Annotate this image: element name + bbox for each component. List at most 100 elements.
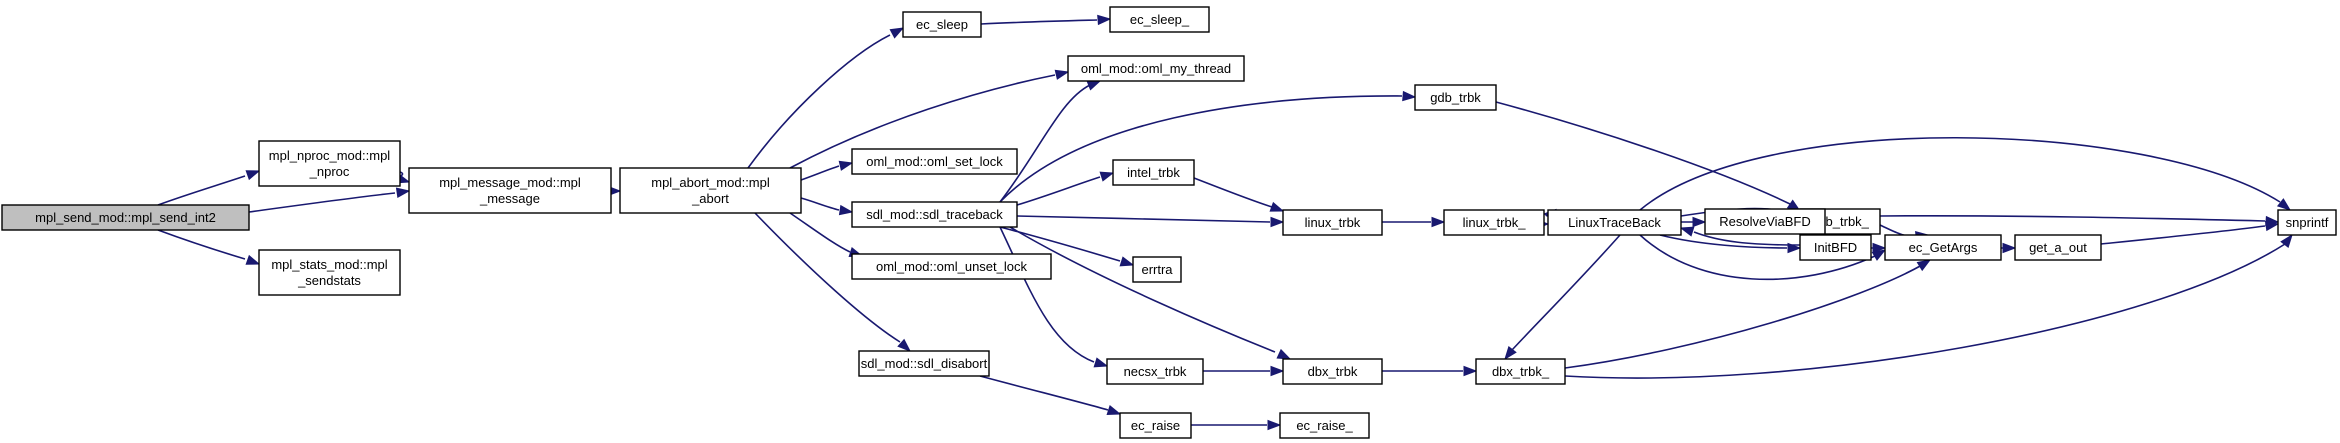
function-node[interactable]: oml_mod::oml_my_thread bbox=[1067, 55, 1245, 82]
arrowhead-icon bbox=[1871, 249, 1887, 261]
edge-line bbox=[1016, 176, 1101, 206]
function-node[interactable]: gdb_trbk_ bbox=[1799, 208, 1881, 235]
function-node[interactable]: ec_GetArgs bbox=[1884, 234, 2002, 261]
function-node[interactable]: snprintf bbox=[2277, 209, 2337, 236]
call-edge-n0-n3 bbox=[157, 229, 261, 265]
function-node[interactable]: mpl_abort_mod::mpl_abort bbox=[619, 167, 802, 214]
node-label: dbx_trbk bbox=[1308, 364, 1358, 379]
function-node[interactable]: mpl_stats_mod::mpl_sendstats bbox=[258, 249, 401, 296]
arrowhead-icon bbox=[1106, 405, 1122, 416]
arrowhead-icon bbox=[897, 338, 912, 352]
edge-line bbox=[999, 95, 1403, 203]
node-box bbox=[2014, 234, 2102, 261]
call-edge-n9-n12 bbox=[999, 90, 1417, 203]
edge-line bbox=[1659, 234, 1788, 249]
node-box bbox=[1067, 55, 1245, 82]
arrowhead-icon bbox=[889, 27, 905, 39]
function-node[interactable]: dbx_trbk bbox=[1282, 358, 1383, 385]
function-node[interactable]: sdl_mod::sdl_disabort bbox=[858, 350, 990, 377]
function-node[interactable]: get_a_out bbox=[2014, 234, 2102, 261]
node-label: snprintf bbox=[2286, 215, 2329, 230]
function-node[interactable]: LinuxTraceBack bbox=[1547, 209, 1682, 236]
node-label: sdl_mod::sdl_disabort bbox=[861, 356, 988, 371]
arrowhead-icon bbox=[1872, 242, 1887, 254]
arrowhead-icon bbox=[1093, 357, 1109, 368]
function-node[interactable]: ec_sleep_ bbox=[1109, 6, 1210, 33]
node-label: oml_mod::oml_my_thread bbox=[1081, 61, 1231, 76]
arrowhead-icon bbox=[1119, 256, 1135, 267]
arrowhead-icon bbox=[1692, 216, 1707, 228]
call-edge-n4-n7 bbox=[789, 69, 1070, 169]
function-node[interactable]: necsx_trbk bbox=[1106, 358, 1204, 385]
node-label: _abort bbox=[691, 191, 729, 206]
edge-line bbox=[789, 212, 851, 253]
edge-line bbox=[1639, 234, 1876, 281]
call-edge-n25-n27 bbox=[2001, 242, 2017, 254]
node-label: oml_mod::oml_set_lock bbox=[866, 154, 1003, 169]
edge-line bbox=[789, 74, 1056, 169]
call-edge-n26-n28 bbox=[1564, 233, 2293, 379]
function-node[interactable]: mpl_nproc_mod::mpl_nproc bbox=[258, 140, 401, 187]
edge-line bbox=[1879, 215, 2266, 222]
function-node[interactable]: linux_trbk_ bbox=[1443, 209, 1545, 236]
node-label: _sendstats bbox=[297, 273, 361, 288]
function-node[interactable]: gdb_trbk bbox=[1414, 84, 1497, 111]
arrowhead-icon bbox=[395, 187, 411, 198]
function-node[interactable]: linux_trbk bbox=[1282, 209, 1383, 236]
function-node[interactable]: oml_mod::oml_set_lock bbox=[851, 148, 1018, 175]
function-node[interactable]: oml_mod::oml_unset_lock bbox=[851, 253, 1052, 280]
function-node[interactable]: InitBFD bbox=[1799, 234, 1872, 261]
node-label: mpl_nproc_mod::mpl bbox=[269, 148, 390, 163]
function-node[interactable]: errtra bbox=[1132, 256, 1182, 283]
call-edge-n21-n23 bbox=[1681, 216, 1707, 228]
edge-line bbox=[157, 229, 246, 260]
edge-line bbox=[980, 19, 1098, 25]
node-label: ResolveViaBFD bbox=[1719, 214, 1811, 229]
node-label: sdl_mod::sdl_traceback bbox=[866, 207, 1003, 222]
arrowhead-icon bbox=[2276, 198, 2292, 211]
call-edge-n0-n2 bbox=[248, 187, 411, 213]
call-edge-n17-n26 bbox=[1381, 365, 1478, 377]
node-box bbox=[902, 11, 982, 38]
node-label: ec_GetArgs bbox=[1909, 240, 1978, 255]
node-label: ec_sleep_ bbox=[1130, 12, 1190, 27]
node-box bbox=[1106, 358, 1204, 385]
arrowhead-icon bbox=[838, 160, 854, 171]
call-edge-n5-n6 bbox=[980, 14, 1112, 26]
node-label: linux_trbk bbox=[1305, 215, 1361, 230]
function-node[interactable]: ec_sleep bbox=[902, 11, 982, 38]
node-box bbox=[258, 140, 401, 187]
node-label: gdb_trbk_ bbox=[1811, 214, 1870, 229]
call-edge-n9-n16 bbox=[999, 226, 1109, 368]
function-node[interactable]: mpl_send_mod::mpl_send_int2 bbox=[1, 204, 250, 231]
node-box bbox=[1109, 6, 1210, 33]
node-box bbox=[258, 249, 401, 296]
arrowhead-icon bbox=[1431, 216, 1446, 228]
call-edge-n0-n1 bbox=[157, 170, 261, 206]
function-node[interactable]: ResolveViaBFD bbox=[1704, 208, 1826, 235]
node-box bbox=[1414, 84, 1497, 111]
edge-line bbox=[248, 192, 396, 213]
node-box bbox=[858, 350, 990, 377]
call-edge-n9-n14 bbox=[1016, 215, 1285, 228]
node-box bbox=[851, 201, 1018, 228]
call-edge-n26-n25 bbox=[1564, 259, 1932, 369]
node-label: _message bbox=[479, 191, 540, 206]
function-node[interactable]: ec_raise_ bbox=[1279, 412, 1370, 439]
call-edge-n4-n10 bbox=[789, 212, 864, 258]
node-label: dbx_trbk_ bbox=[1492, 364, 1550, 379]
function-node[interactable]: intel_trbk bbox=[1112, 159, 1195, 186]
call-edge-n24-n21 bbox=[1679, 226, 1801, 246]
call-edge-n22-n28 bbox=[1879, 215, 2280, 227]
arrowhead-icon bbox=[2280, 233, 2293, 249]
function-node[interactable]: mpl_message_mod::mpl_message bbox=[408, 167, 612, 214]
function-node[interactable]: ec_raise bbox=[1119, 412, 1192, 439]
node-label: linux_trbk_ bbox=[1463, 215, 1527, 230]
node-label: gdb_trbk bbox=[1430, 90, 1481, 105]
function-node[interactable]: sdl_mod::sdl_traceback bbox=[851, 201, 1018, 228]
node-box bbox=[619, 167, 802, 214]
arrowhead-icon bbox=[1504, 345, 1517, 361]
function-node[interactable]: dbx_trbk_ bbox=[1475, 358, 1566, 385]
arrowhead-icon bbox=[1086, 80, 1102, 91]
